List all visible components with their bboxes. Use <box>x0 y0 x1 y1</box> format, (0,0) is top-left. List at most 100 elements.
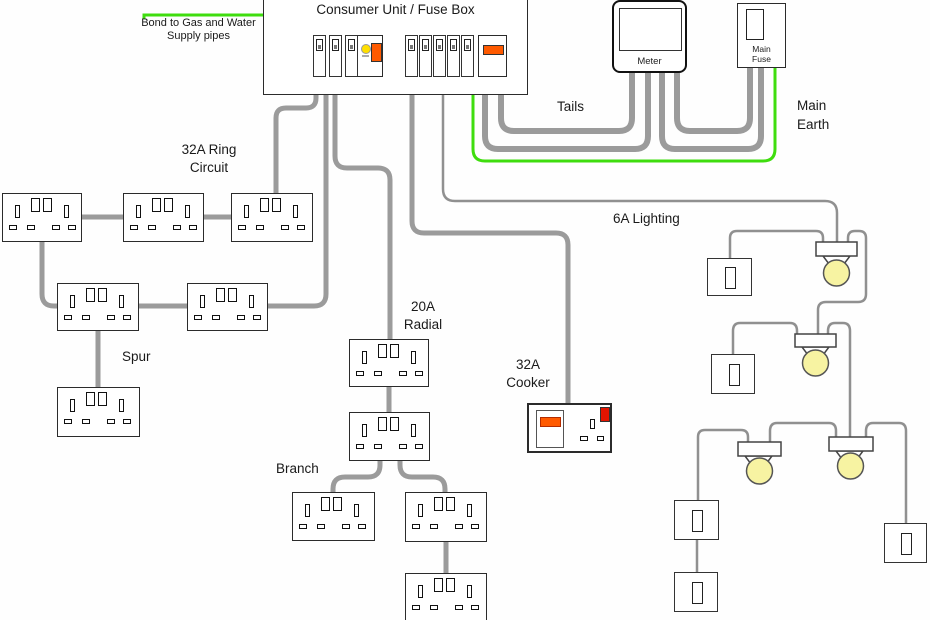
branch-socket-left-bottom-pin-1 <box>299 524 307 529</box>
ring-socket-1-bottom-pin-3 <box>52 225 60 230</box>
spur-socket-side-pin-right <box>119 399 124 412</box>
rcd-test-lamp-icon <box>361 44 371 54</box>
radial-socket-1-earth-pin-right <box>390 344 399 358</box>
spur-socket-bottom-pin-4 <box>123 419 131 424</box>
earth-wires <box>142 13 777 163</box>
light-switch-4-rocker <box>901 533 912 555</box>
spur-socket-bottom-pin-2 <box>82 419 90 424</box>
branch-socket-left-earth-pin-right <box>333 497 342 511</box>
ring-socket-2-bottom-pin-2 <box>148 225 156 230</box>
wire-main-earth <box>471 68 777 163</box>
spur-socket-bottom-pin-1 <box>64 419 72 424</box>
light-switch-3b <box>674 572 718 612</box>
radial-socket-2-side-pin-right <box>411 424 416 437</box>
mcb-5 <box>419 35 432 77</box>
cooker-control-unit <box>527 403 612 453</box>
main-earth-label: Main Earth <box>797 98 830 132</box>
branch-socket-right-bottom-pin-4 <box>471 524 479 529</box>
spur-socket-bottom-pin-3 <box>107 419 115 424</box>
ring-socket-5-side-pin-right <box>249 295 254 308</box>
branch-socket-right-earth-pin-right <box>446 497 455 511</box>
wire-rose4-switch4 <box>864 421 908 523</box>
branch-socket-bottom <box>405 573 487 620</box>
ring-circuit-label: 32A Ring Circuit <box>181 142 237 175</box>
wire-branch-left <box>330 461 383 492</box>
radial-socket-2-bottom-pin-2 <box>374 444 382 449</box>
branch-socket-left-bottom-pin-3 <box>342 524 350 529</box>
bulb-3 <box>745 457 774 485</box>
wire-rose3-switch3 <box>696 428 750 500</box>
wire-tail-3 <box>674 68 753 134</box>
ring-socket-1-earth-pin-left <box>31 198 40 212</box>
mcb-3-dot <box>350 45 353 49</box>
mcb-8-toggle <box>464 39 471 51</box>
ring-socket-5-bottom-pin-1 <box>194 315 202 320</box>
ring-socket-4 <box>57 283 139 331</box>
radial-socket-2 <box>349 412 430 461</box>
branch-socket-bottom-side-pin-left <box>418 585 423 598</box>
main-fuse-box: Main Fuse <box>737 3 786 68</box>
ring-socket-4-bottom-pin-2 <box>82 315 90 320</box>
ring-socket-3 <box>231 193 313 242</box>
ring-socket-3-bottom-pin-3 <box>281 225 289 230</box>
branch-socket-bottom-bottom-pin-1 <box>412 605 420 610</box>
cooker-switch-indicator <box>540 417 561 427</box>
radial-label: 20A Radial <box>403 299 443 332</box>
spur-socket <box>57 387 140 437</box>
branch-socket-bottom-bottom-pin-2 <box>430 605 438 610</box>
radial-socket-2-earth-pin-left <box>378 417 387 431</box>
meter-label: Meter <box>637 56 662 67</box>
wire-rose1-rose2 <box>816 229 868 334</box>
meter-display <box>619 8 682 51</box>
ring-socket-3-earth-pin-right <box>272 198 281 212</box>
ring-socket-1-side-pin-left <box>15 205 20 218</box>
spur-socket-earth-pin-left <box>86 392 95 406</box>
wire-branch-right <box>397 461 448 492</box>
light-switch-4 <box>884 523 927 563</box>
mcb-4-toggle <box>408 39 415 51</box>
radial-socket-1 <box>349 339 429 387</box>
radial-socket-1-earth-pin-left <box>378 344 387 358</box>
branch-socket-right-bottom-pin-3 <box>455 524 463 529</box>
bulb-4 <box>836 452 865 480</box>
wire-switch1-rose1 <box>728 229 825 258</box>
wire-lighting-feed <box>441 95 839 242</box>
wire-tail-4 <box>659 68 764 152</box>
ring-socket-1-side-pin-right <box>64 205 69 218</box>
light-switch-3b-rocker <box>691 582 703 604</box>
wire-ring-return <box>268 95 329 309</box>
radial-socket-1-bottom-pin-4 <box>415 371 423 376</box>
ring-socket-2 <box>123 193 204 242</box>
branch-socket-bottom-bottom-pin-3 <box>455 605 463 610</box>
branch-socket-bottom-earth-pin-right <box>446 578 455 592</box>
mcb-7-toggle <box>450 39 457 51</box>
mcb-8 <box>461 35 474 77</box>
radial-socket-2-bottom-pin-4 <box>415 444 423 449</box>
mcb-4 <box>405 35 418 77</box>
branch-socket-right-side-pin-left <box>418 504 423 517</box>
wire-tail-1 <box>498 73 635 134</box>
ring-socket-3-earth-pin-left <box>260 198 269 212</box>
radial-socket-1-bottom-pin-2 <box>374 371 382 376</box>
wire-ring-1-4 <box>39 242 57 309</box>
tails-label: Tails <box>557 99 585 114</box>
radial-socket-2-bottom-pin-3 <box>399 444 407 449</box>
ring-socket-2-bottom-pin-4 <box>189 225 197 230</box>
cooker-switch <box>536 410 564 448</box>
mcb-7 <box>447 35 460 77</box>
mcb-8-dot <box>466 45 469 49</box>
radial-socket-1-side-pin-left <box>362 351 367 364</box>
power-wires <box>39 95 571 573</box>
ceiling-rose-3 <box>737 441 782 457</box>
ceiling-rose-4 <box>828 436 874 452</box>
radial-socket-2-side-pin-left <box>362 424 367 437</box>
ring-socket-4-side-pin-right <box>119 295 124 308</box>
ring-socket-1-earth-pin-right <box>43 198 52 212</box>
ceiling-rose-1 <box>815 241 858 257</box>
branch-socket-right-earth-pin-left <box>434 497 443 511</box>
wire-cooker-feed <box>409 95 571 403</box>
ring-socket-4-earth-pin-right <box>98 288 107 302</box>
wire-tail-2 <box>482 73 651 152</box>
ring-socket-2-bottom-pin-3 <box>173 225 181 230</box>
wire-switch2-rose2 <box>731 321 799 354</box>
